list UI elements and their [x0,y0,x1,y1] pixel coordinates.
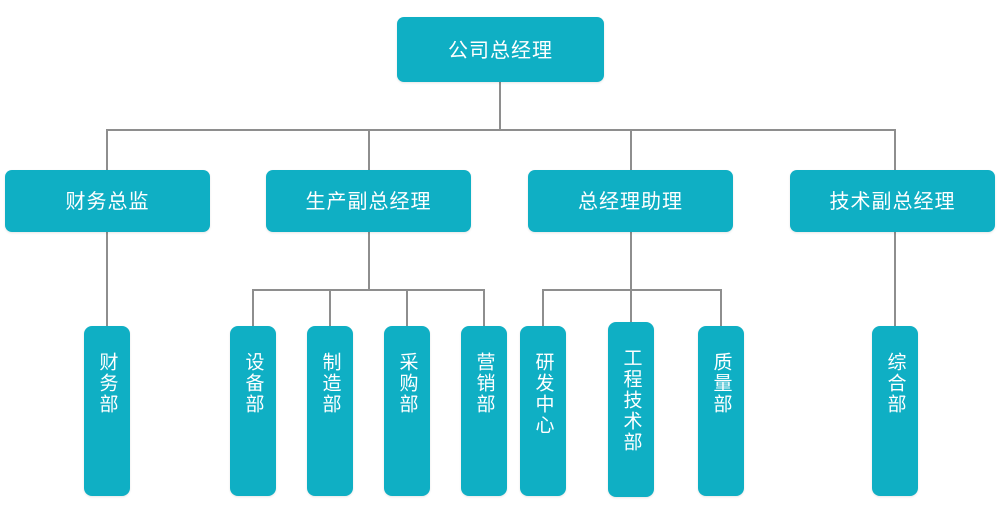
node-label: 营销部 [473,352,496,415]
connector-gm-stem [499,82,501,130]
node-marketing-department[interactable]: 营销部 [461,326,507,496]
connector-drop-engineering [630,289,632,327]
node-technical-vice-general-manager[interactable]: 技术副总经理 [790,170,995,232]
node-label: 工程技术部 [620,348,643,453]
node-label: 设备部 [242,352,265,415]
connector-prod-vgm-stem [368,232,370,290]
connector-drop-manufacturing [329,289,331,327]
node-label: 制造部 [319,352,342,415]
node-label: 技术副总经理 [829,189,956,213]
connector-cfo-to-finance [106,232,108,327]
connector-drop-rd [542,289,544,327]
node-quality-department[interactable]: 质量部 [698,326,744,496]
connector-level2-bus [107,129,896,131]
node-label: 财务总监 [65,189,150,213]
connector-drop-gm-assistant [630,129,632,171]
node-general-affairs-department[interactable]: 综合部 [872,326,918,496]
node-engineering-technology-department[interactable]: 工程技术部 [608,322,654,497]
node-label: 质量部 [710,352,733,415]
connector-drop-procurement [406,289,408,327]
node-equipment-department[interactable]: 设备部 [230,326,276,496]
node-rd-center[interactable]: 研发中心 [520,326,566,496]
connector-prod-bus [253,289,485,291]
connector-assistant-bus [543,289,722,291]
connector-drop-tech-vgm [894,129,896,171]
node-label: 总经理助理 [578,189,683,213]
node-finance-department[interactable]: 财务部 [84,326,130,496]
node-label: 财务部 [96,352,119,415]
connector-drop-prod-vgm [368,129,370,171]
node-general-manager-assistant[interactable]: 总经理助理 [528,170,733,232]
node-procurement-department[interactable]: 采购部 [384,326,430,496]
node-label: 研发中心 [532,352,555,436]
connector-drop-cfo [106,129,108,171]
connector-drop-marketing [483,289,485,327]
connector-drop-equipment [252,289,254,327]
connector-tech-vgm-to-general [894,232,896,327]
node-label: 生产副总经理 [305,189,432,213]
node-label: 公司总经理 [448,37,553,62]
connector-drop-quality [720,289,722,327]
node-company-general-manager[interactable]: 公司总经理 [397,17,604,82]
node-label: 采购部 [396,352,419,415]
node-manufacturing-department[interactable]: 制造部 [307,326,353,496]
connector-gm-assistant-stem [630,232,632,290]
node-label: 综合部 [884,352,907,415]
node-finance-director[interactable]: 财务总监 [5,170,210,232]
node-production-vice-general-manager[interactable]: 生产副总经理 [266,170,471,232]
